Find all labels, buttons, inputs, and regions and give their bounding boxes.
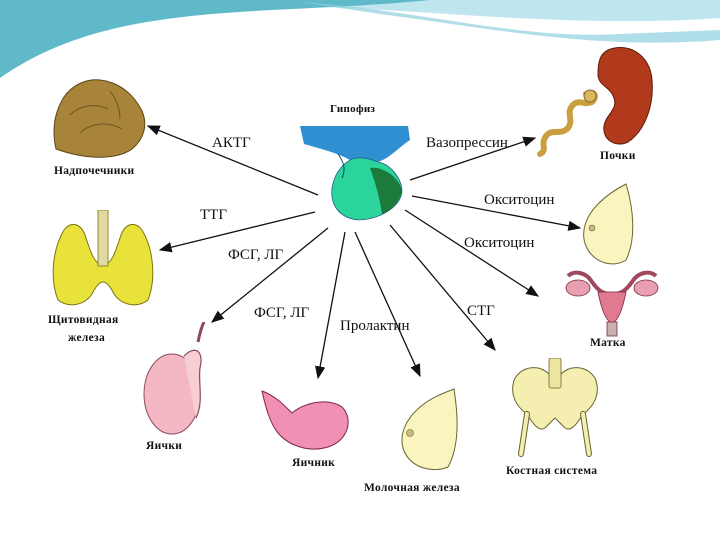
ovary-illustration [258,385,358,455]
organ-label-testes: Яички [146,440,182,452]
organ-label-thyroid-1: Щитовидная [48,314,118,326]
hormone-label-stg: СТГ [467,303,495,320]
hormone-label-prolactin: Пролактин [340,318,409,335]
mammary-illustration [398,385,468,475]
organ-label-adrenal: Надпочечники [54,165,134,177]
hormone-label-oxytocin-1: Окситоцин [484,192,554,209]
breast-illustration [580,180,640,270]
organ-label-ovary: Яичник [292,457,335,469]
skeleton-illustration [505,358,605,458]
organ-label-uterus: Матка [590,337,626,349]
hormone-label-actg: АКТГ [212,135,251,152]
arrow-ttg [160,212,315,250]
hormone-label-oxytocin-2: Окситоцин [464,235,534,252]
organ-label-kidneys: Почки [600,150,636,162]
thyroid-illustration [48,210,158,310]
hormone-label-ttg: ТТГ [200,207,227,224]
arrow-fsg-ovary [318,232,345,378]
pituitary-illustration [298,118,428,228]
testes-illustration [138,322,218,442]
hormone-label-vasopressin: Вазопрессин [426,135,508,152]
hormone-label-fsg-lg-1: ФСГ, ЛГ [228,247,283,264]
pituitary-label: Гипофиз [330,103,375,115]
organ-label-skeleton: Костная система [506,465,597,477]
organ-label-thyroid-2: железа [68,332,105,344]
arrow-prolactin [355,232,420,376]
kidney-illustration [528,40,658,160]
uterus-illustration [562,268,662,338]
organ-label-mammary: Молочная железа [364,482,460,494]
adrenal-gland-illustration [50,75,150,165]
hormone-label-fsg-lg-2: ФСГ, ЛГ [254,305,309,322]
